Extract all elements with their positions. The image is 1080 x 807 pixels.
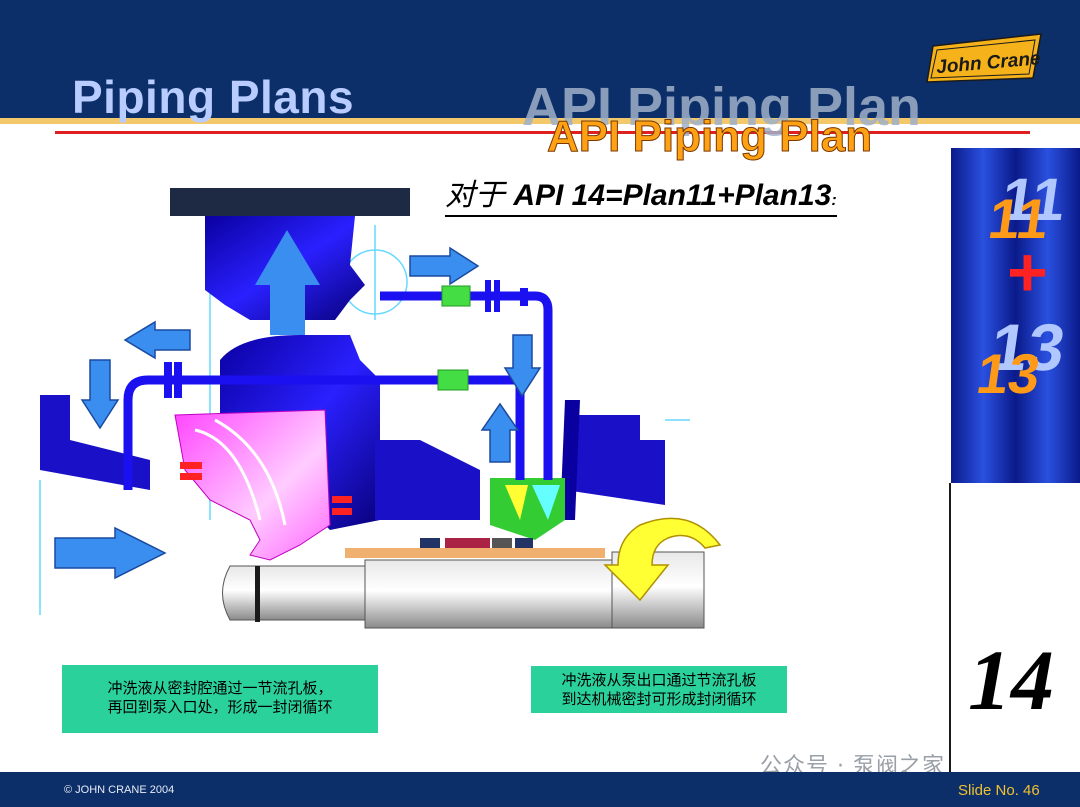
flush-arrow-up (482, 404, 518, 462)
impeller (175, 410, 352, 560)
note-plan11-line2: 再回到泵入口处，形成一封闭循环 (62, 698, 378, 717)
sidebar-divider (949, 483, 951, 773)
slide-number: Slide No. 46 (958, 782, 1040, 799)
copyright-text: © JOHN CRANE 2004 (64, 784, 174, 796)
note-plan13-line1: 冲洗液从泵出口通过节流孔板 (531, 671, 787, 690)
suction-arrow (55, 528, 165, 578)
note-plan13: 冲洗液从泵出口通过节流孔板 到达机械密封可形成封闭循环 (531, 666, 787, 713)
pump-casing (40, 188, 665, 530)
note-plan11: 冲洗液从密封腔通过一节流孔板， 再回到泵入口处，形成一封闭循环 (62, 665, 378, 733)
return-arrow-left (125, 322, 190, 358)
note-plan13-line2: 到达机械密封可形成封闭循环 (531, 690, 787, 709)
orifice-fittings (438, 286, 470, 390)
plan-sidebar: 11 11 + 13 13 (951, 148, 1080, 483)
note-plan11-line1: 冲洗液从密封腔通过一节流孔板， (62, 679, 378, 698)
plan-number: 14 (968, 630, 1054, 730)
flush-arrow-down (505, 335, 540, 396)
john-crane-logo: John Crane (925, 32, 1043, 84)
return-arrow-down (82, 360, 118, 428)
discharge-arrow-right (410, 248, 478, 284)
sidebar-plan-b: 13 (973, 342, 1044, 405)
pump-diagram (0, 0, 940, 650)
sidebar-plus: + (1007, 233, 1048, 311)
